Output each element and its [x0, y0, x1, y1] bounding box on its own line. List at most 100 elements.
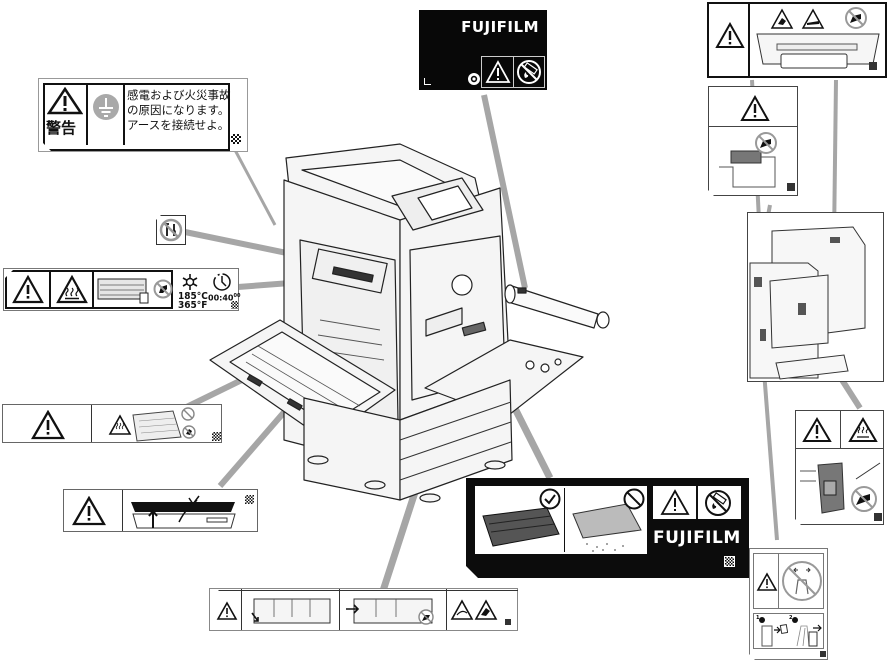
cut-hazard-icon [450, 599, 474, 620]
hot-surface-icon [108, 414, 132, 435]
warning-panel [753, 553, 824, 609]
qr-code-icon [245, 495, 254, 504]
label-spot [760, 329, 766, 341]
leader-pinch [217, 401, 295, 488]
warning-triangle-icon [72, 496, 106, 526]
illustration-panel [475, 486, 647, 554]
timer-clock-icon [213, 273, 231, 291]
waste-box-spill-illustration-icon [567, 500, 645, 554]
finisher-illustration [749, 226, 866, 380]
label-transfer-belt [209, 588, 518, 631]
warning-triangle-icon [740, 95, 770, 123]
step-number: 2 [789, 615, 793, 621]
leader-toner [481, 94, 528, 289]
fuser-illustration-icon [97, 278, 149, 304]
divider [564, 488, 565, 552]
cut-hazard-icon [801, 8, 825, 29]
divider [339, 589, 340, 630]
ground-symbol-icon [93, 94, 119, 120]
divider [709, 126, 799, 127]
cool-time-value: 00:40 [208, 293, 234, 303]
divider [696, 486, 698, 519]
qr-code-icon [212, 432, 221, 441]
stapler-illustration-icon [798, 451, 884, 523]
no-pushing-icon [780, 558, 824, 604]
warning-triangle-icon [216, 601, 238, 620]
divider [49, 271, 51, 307]
step-number: 1 [756, 615, 760, 621]
no-touch-icon [153, 279, 173, 299]
finisher-interior-illustration-icon [711, 127, 797, 195]
no-touch-icon [181, 407, 195, 421]
no-tools-icon [159, 218, 183, 242]
ok-checkmark-icon [539, 488, 561, 510]
divider [748, 4, 750, 76]
pinch-hazard-illustration-icon [131, 495, 236, 529]
label-ground-warning: 警告 感電および火災事故 の原因になります。 アースを接続せよ。 [38, 78, 248, 152]
icon-panel [481, 56, 545, 88]
label-pinch-hand [63, 489, 258, 532]
qr-code-icon [724, 556, 735, 567]
recycle-mark-icon [468, 73, 480, 85]
label-finisher-side [708, 86, 798, 196]
label-stapler-hot [795, 410, 884, 525]
warning-triangle-icon [660, 489, 690, 516]
warning-triangle-icon [715, 22, 745, 48]
label-tip-over: 1 2 [749, 548, 828, 660]
label-spot [798, 303, 806, 315]
waste-box-ok-illustration-icon [479, 504, 563, 552]
belt-install-illustration-icon [346, 598, 434, 625]
pinch-hazard-icon [474, 599, 498, 620]
finisher-illustration-icon [756, 7, 880, 70]
fuser-label-spot [332, 266, 374, 283]
pinch-label-spot [286, 398, 303, 411]
waste-label-spot [461, 321, 487, 337]
label-no-tools [156, 215, 186, 245]
divider [796, 448, 885, 449]
warning-line: 感電および火災事故 [127, 88, 231, 102]
label-fuser-hot: 185°C 365°F 00:4000 [3, 268, 240, 311]
duplex-label-spot [246, 374, 263, 387]
label-ground-frame [43, 83, 230, 151]
icon-panel [653, 486, 741, 519]
cool-time: 00:4000 [208, 293, 240, 303]
finisher-unit-panel [747, 212, 884, 382]
label-spot [754, 277, 762, 287]
divider [241, 589, 242, 630]
duplex-illustration-icon [132, 410, 182, 442]
divider [513, 57, 514, 87]
hot-surface-icon [848, 417, 878, 443]
qr-code-icon [820, 651, 826, 657]
qr-code-icon [231, 134, 241, 144]
qr-code-icon [505, 619, 511, 625]
label-toner-cartridge: FUJIFILM [419, 10, 547, 90]
toner-knob [451, 274, 473, 296]
fuser-temp-c: 185°C [178, 291, 208, 302]
steps-panel: 1 2 [753, 613, 824, 649]
divider [123, 85, 125, 145]
no-fire-icon [517, 60, 541, 84]
label-spot [830, 237, 840, 243]
warning-triangle-icon [12, 275, 44, 304]
fuser-temp-f: 365°F [178, 300, 208, 311]
warning-triangle-icon [802, 417, 832, 443]
no-fire-icon [704, 489, 732, 517]
brand-logo: FUJIFILM [653, 528, 741, 548]
label-duplex-hot [2, 404, 222, 443]
qr-code-icon [787, 183, 795, 191]
cool-down-snowflake-icon [182, 274, 198, 290]
hot-surface-icon [56, 275, 88, 304]
label-waste-toner: FUJIFILM [466, 478, 749, 578]
belt-removal-illustration-icon [251, 598, 331, 624]
divider [446, 589, 447, 630]
label-finisher-top [707, 2, 887, 78]
printer-illustration [209, 143, 610, 503]
brand-logo: FUJIFILM [461, 18, 539, 36]
divider [778, 554, 779, 608]
divider [122, 490, 123, 531]
warning-triangle-icon [756, 572, 778, 592]
no-hand-icon [182, 425, 196, 439]
corner-mark [424, 78, 431, 85]
step-1-illustration-icon [758, 616, 788, 648]
divider [92, 271, 94, 307]
